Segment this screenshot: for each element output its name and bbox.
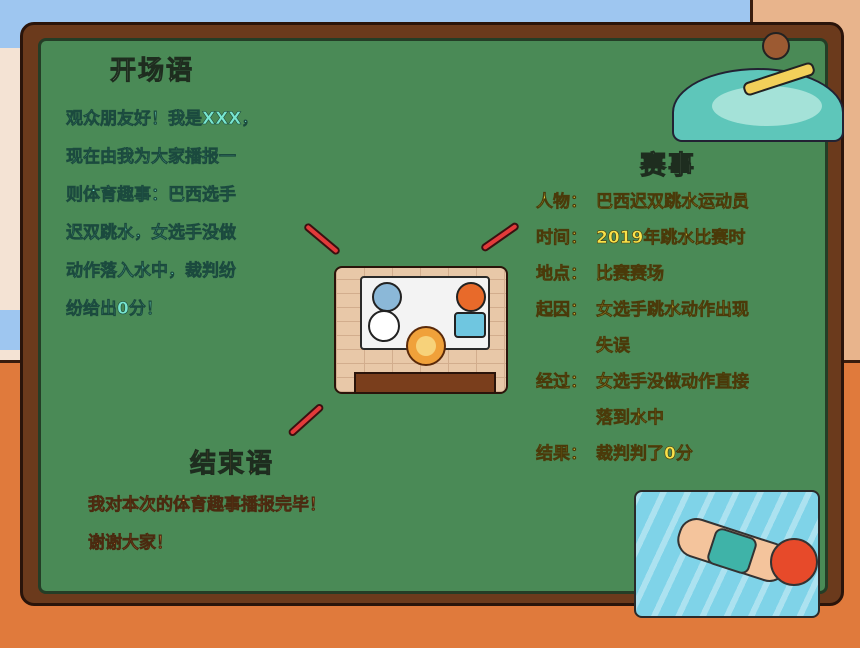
surfing-illustration (672, 12, 844, 142)
closing-title: 结束语 (189, 449, 275, 480)
event-label: 人物： (536, 192, 588, 213)
event-value: 比赛赛场 (596, 264, 665, 285)
closing-line: 我对本次的体育趣事播报完毕！ (88, 495, 327, 516)
event-value: 巴西迟双跳水运动员 (596, 192, 750, 213)
closing-line: 谢谢大家！ (88, 533, 174, 554)
surfer-icon (762, 32, 790, 60)
event-row-person: 人物： 巴西迟双跳水运动员 (536, 184, 806, 220)
opening-text: 观众朋友好！我是XXX， 现在由我为大家播报一 则体育趣事：巴西选手 迟双跳水，… (66, 100, 306, 328)
event-label: 起因： (536, 300, 588, 321)
wave-foam (712, 86, 822, 126)
event-value-continued: 落到水中 (596, 408, 665, 429)
event-label: 时间： (536, 228, 588, 249)
swim-cap-icon (770, 538, 818, 586)
lion-anchor-icon (406, 326, 446, 366)
event-label: 经过： (536, 372, 588, 393)
volleyball-icon (372, 282, 402, 312)
event-row-process: 经过： 女选手没做动作直接 (536, 364, 806, 400)
event-title: 赛事 (639, 151, 697, 182)
event-value-continued: 失误 (596, 336, 631, 357)
event-row-process-cont: 落到水中 (536, 400, 806, 436)
event-label: 结果： (536, 444, 588, 465)
opening-line: 纷给出0分！ (66, 299, 163, 320)
opening-line: 现在由我为大家播报一 (66, 147, 237, 168)
opening-line: 迟双跳水，女选手没做 (66, 223, 237, 244)
swimmer-thumbnail-icon (454, 312, 486, 338)
event-row-result: 结果： 裁判判了0分 (536, 436, 806, 472)
event-label: 地点： (536, 264, 588, 285)
closing-text: 我对本次的体育趣事播报完毕！ 谢谢大家！ (88, 486, 418, 562)
event-row-time: 时间： 2019年跳水比赛时 (536, 220, 806, 256)
event-value: 女选手没做动作直接 (596, 372, 750, 393)
diving-swimmer-illustration (634, 490, 820, 618)
event-details: 人物： 巴西迟双跳水运动员 时间： 2019年跳水比赛时 地点： 比赛赛场 起因… (536, 184, 806, 472)
soccer-ball-icon (368, 310, 400, 342)
event-value: 裁判判了0分 (596, 444, 693, 465)
event-value: 2019年跳水比赛时 (596, 228, 746, 249)
opening-line: 则体育趣事：巴西选手 (66, 185, 237, 206)
opening-title: 开场语 (109, 56, 195, 87)
opening-line: 观众朋友好！我是XXX， (66, 109, 259, 130)
event-row-cause-cont: 失误 (536, 328, 806, 364)
newsroom-lion-illustration (334, 266, 508, 394)
event-row-place: 地点： 比赛赛场 (536, 256, 806, 292)
event-value: 女选手跳水动作出现 (596, 300, 750, 321)
news-desk (354, 372, 496, 392)
opening-line: 动作落入水中，裁判纷 (66, 261, 237, 282)
basketball-icon (456, 282, 486, 312)
event-row-cause: 起因： 女选手跳水动作出现 (536, 292, 806, 328)
